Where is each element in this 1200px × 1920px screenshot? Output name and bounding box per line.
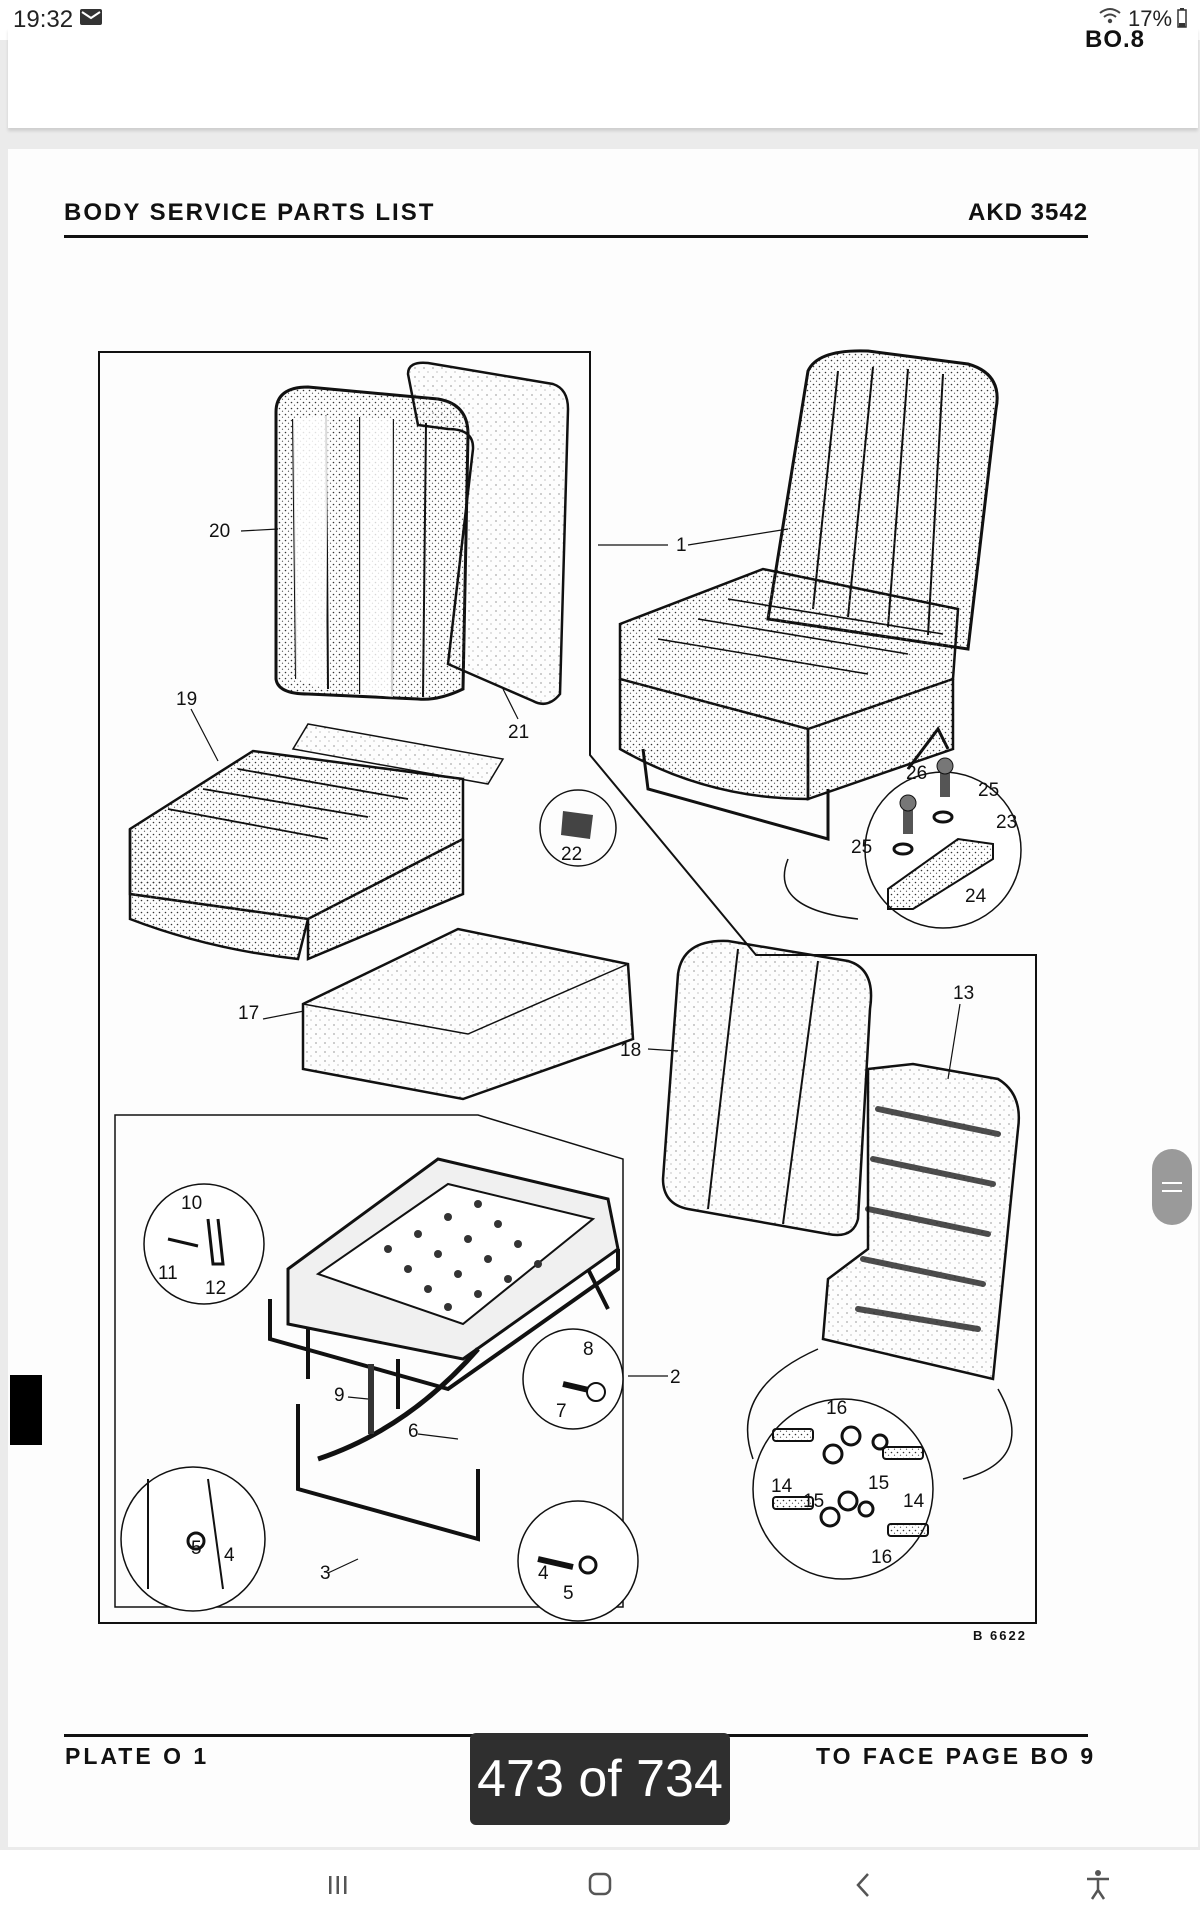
- callout-12: 12: [205, 1278, 226, 1299]
- header-rule: [64, 235, 1088, 238]
- seat-assembly-part: [618, 349, 999, 841]
- home-icon[interactable]: [577, 1862, 623, 1908]
- callout-25a: 25: [978, 780, 999, 801]
- callout-2: 2: [670, 1367, 681, 1388]
- callout-8: 8: [583, 1339, 594, 1360]
- edge-panel-handle[interactable]: [10, 1375, 42, 1445]
- callout-4b: 4: [538, 1563, 549, 1584]
- callout-11: 11: [158, 1263, 178, 1284]
- scroll-grip-line: [1162, 1182, 1182, 1184]
- callout-22: 22: [561, 844, 582, 865]
- callout-1: 1: [676, 535, 687, 556]
- parts-plate-illustration: 1 2 3 4 4 5 5 6 7 8 9 10 11 12 13 14 14 …: [98, 349, 1037, 1643]
- callout-3: 3: [320, 1563, 331, 1584]
- page-header-code: AKD 3542: [968, 199, 1089, 226]
- previous-page-number: BO.8: [1085, 28, 1146, 53]
- callout-24: 24: [965, 886, 987, 907]
- callout-labels: 1 2 3 4 4 5 5 6 7 8 9 10 11 12 13 14 14 …: [158, 521, 1017, 1604]
- callout-26: 26: [906, 763, 927, 784]
- callout-20: 20: [209, 521, 230, 542]
- mail-icon: [80, 9, 102, 25]
- plate-number: PLATE O 1: [65, 1743, 210, 1769]
- callout-21: 21: [508, 722, 529, 743]
- callout-14a: 14: [771, 1476, 793, 1497]
- battery-level: 17%: [1128, 6, 1173, 31]
- callout-14b: 14: [903, 1491, 925, 1512]
- back-cushion-part: [661, 939, 873, 1237]
- clip-detail-10-12: [143, 1183, 265, 1305]
- hinge-detail-part: [783, 757, 1022, 929]
- callout-4a: 4: [224, 1545, 235, 1566]
- callout-23: 23: [996, 812, 1017, 833]
- seat-frame-part: [268, 1157, 620, 1542]
- callout-13: 13: [953, 983, 974, 1004]
- callout-6: 6: [408, 1421, 419, 1442]
- callout-10: 10: [181, 1193, 202, 1214]
- battery-icon: [1177, 8, 1187, 28]
- callout-16a: 16: [826, 1398, 847, 1419]
- bolt-detail-part: [752, 1398, 934, 1580]
- accessibility-icon[interactable]: [1075, 1862, 1121, 1908]
- back-icon[interactable]: [840, 1862, 886, 1908]
- page-counter: 473 of 734: [470, 1733, 730, 1825]
- callout-17: 17: [238, 1003, 259, 1024]
- callout-15a: 15: [803, 1491, 824, 1512]
- recent-apps-icon[interactable]: [315, 1862, 361, 1908]
- callout-7: 7: [556, 1401, 567, 1422]
- callout-16b: 16: [871, 1547, 892, 1568]
- seat-back-cover-part: [274, 385, 470, 701]
- callout-18: 18: [620, 1040, 641, 1061]
- callout-19: 19: [176, 689, 197, 710]
- page-header-title: BODY SERVICE PARTS LIST: [64, 199, 436, 226]
- seat-back-panel-part: [406, 361, 570, 706]
- callout-5b: 5: [563, 1583, 574, 1604]
- seat-cushion-cover-part: [128, 723, 505, 961]
- bracket-detail-right: [517, 1500, 639, 1622]
- callout-5a: 5: [191, 1538, 202, 1559]
- navigation-bar: [0, 1850, 1200, 1920]
- back-frame-part: [746, 1062, 1021, 1480]
- callout-9: 9: [334, 1385, 345, 1406]
- previous-page[interactable]: BO.8: [8, 28, 1198, 128]
- seat-foam-cushion-part: [301, 927, 635, 1101]
- callout-15b: 15: [868, 1473, 889, 1494]
- callout-25b: 25: [851, 837, 872, 858]
- fast-scroll-handle[interactable]: [1152, 1149, 1192, 1225]
- scroll-grip-line: [1162, 1190, 1182, 1192]
- facing-page-ref: TO FACE PAGE BO 9: [816, 1743, 1097, 1769]
- figure-reference: B 6622: [973, 1628, 1027, 1643]
- clip-part-22: [539, 789, 617, 867]
- wifi-icon: [1099, 8, 1121, 24]
- bolt-detail-7-8: [522, 1328, 624, 1430]
- document-page[interactable]: BODY SERVICE PARTS LIST AKD 3542: [8, 149, 1198, 1847]
